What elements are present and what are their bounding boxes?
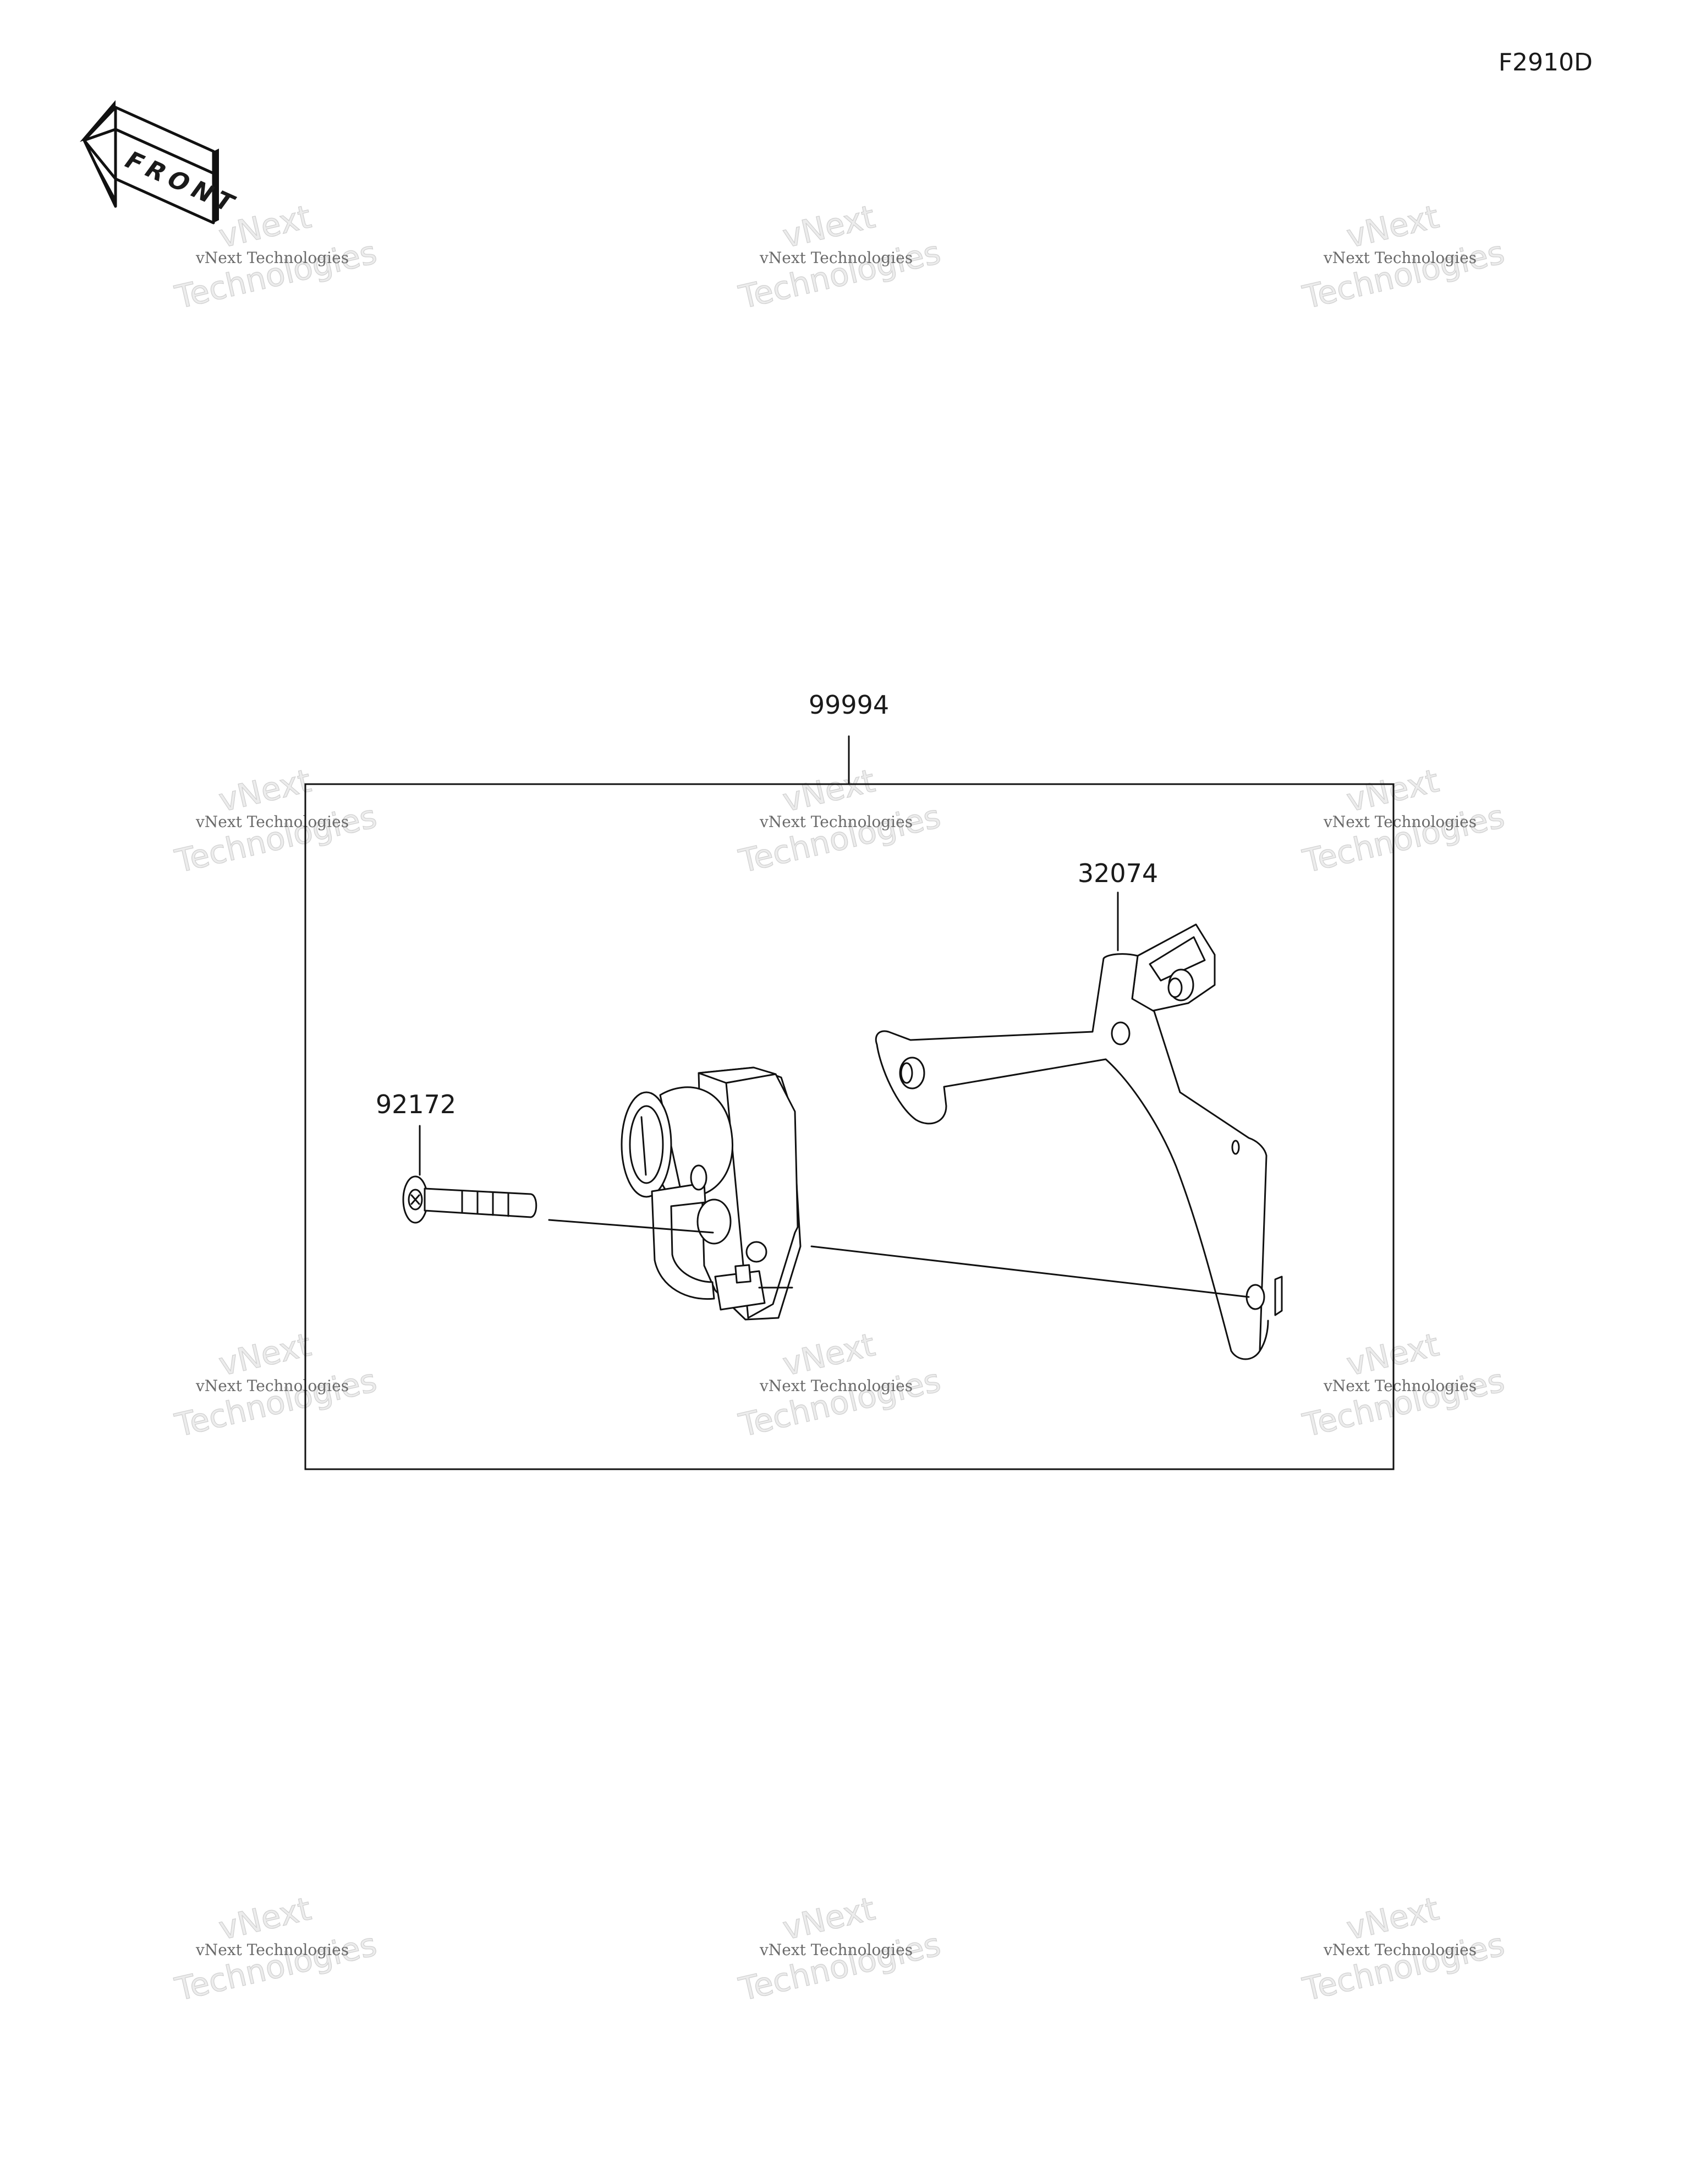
watermark-technologies: Technologies	[736, 797, 944, 880]
watermark-text: vNext Technologies	[759, 1941, 913, 1959]
watermark-technologies: Technologies	[172, 1925, 380, 2008]
watermark-technologies: Technologies	[172, 797, 380, 880]
part-label-32074: 32074	[1078, 858, 1158, 888]
watermark-vnext: vNext	[779, 1890, 878, 1947]
watermark-text: vNext Technologies	[1323, 249, 1477, 267]
watermark-text: vNext Technologies	[759, 813, 913, 831]
lock-housing	[621, 1066, 802, 1321]
watermark-technologies: Technologies	[1299, 233, 1508, 316]
watermark-technologies: Technologies	[1299, 1361, 1508, 1444]
watermark-technologies: Technologies	[736, 233, 944, 316]
watermark-vnext: vNext	[215, 1326, 314, 1383]
part-label-99994: 99994	[809, 690, 889, 720]
diagram-code: F2910D	[1499, 48, 1593, 76]
watermark-vnext: vNext	[215, 1890, 314, 1947]
watermark-vnext: vNext	[779, 198, 878, 255]
assembly-line-lock	[810, 1245, 1250, 1298]
watermark-text: vNext Technologies	[195, 1941, 349, 1959]
watermark-text: vNext Technologies	[195, 813, 349, 831]
watermark-text: vNext Technologies	[195, 249, 349, 267]
watermark-technologies: Technologies	[1299, 797, 1508, 880]
watermark-vnext: vNext	[779, 762, 878, 819]
screw-92172	[402, 1175, 537, 1224]
front-arrow-icon: FRONT	[80, 100, 245, 225]
watermark-text: vNext Technologies	[759, 249, 913, 267]
watermark-text: vNext Technologies	[1323, 813, 1477, 831]
watermark-text: vNext Technologies	[1323, 1941, 1477, 1959]
watermark-text: vNext Technologies	[759, 1377, 913, 1395]
watermark-vnext: vNext	[1343, 198, 1442, 255]
assembly-line-screw	[548, 1219, 714, 1234]
watermark-vnext: vNext	[1343, 1890, 1442, 1947]
watermark-technologies: Technologies	[736, 1361, 944, 1444]
watermark-technologies: Technologies	[736, 1925, 944, 2008]
watermark-technologies: Technologies	[172, 1361, 380, 1444]
watermark-vnext: vNext	[779, 1326, 878, 1383]
watermark-vnext: vNext	[215, 762, 314, 819]
watermark-technologies: Technologies	[172, 233, 380, 316]
watermark-text: vNext Technologies	[195, 1377, 349, 1395]
watermark-text: vNext Technologies	[1323, 1377, 1477, 1395]
bracket-32074	[875, 923, 1283, 1360]
part-label-92172: 92172	[376, 1090, 456, 1119]
watermark-technologies: Technologies	[1299, 1925, 1508, 2008]
